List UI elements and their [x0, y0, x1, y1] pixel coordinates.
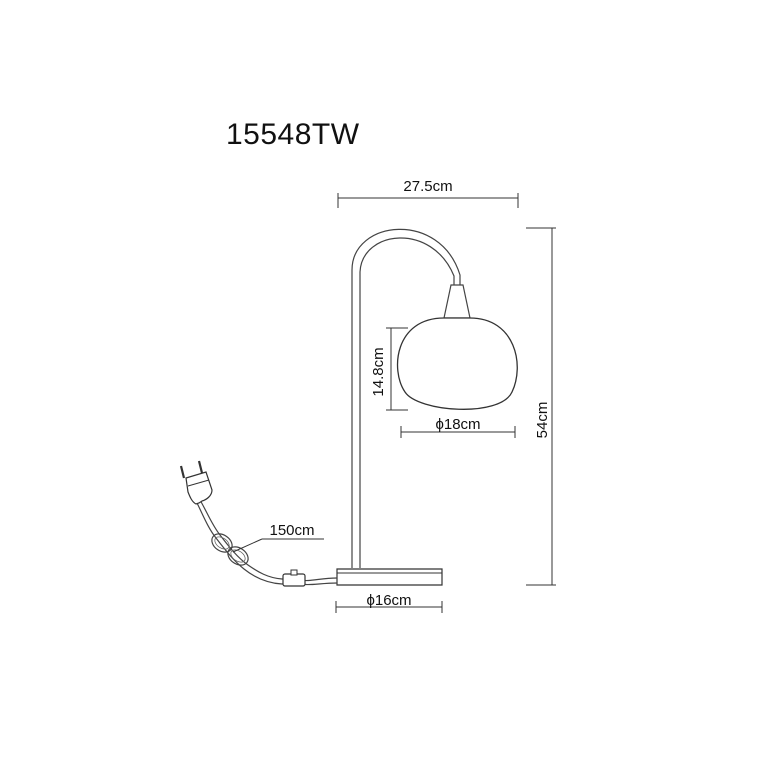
height-dimension: 54cm [526, 227, 556, 586]
width-label: 27.5cm [403, 178, 452, 195]
cable-length-label: 150cm [269, 522, 314, 539]
height-label: 54cm [534, 402, 551, 439]
width-dimension: 27.5cm [337, 178, 519, 208]
cable-switch [282, 573, 306, 587]
glass-shade [396, 317, 518, 410]
shade-height-dimension: 14.8cm [370, 327, 408, 411]
lamp-socket [443, 284, 471, 319]
product-code-title: 15548TW [226, 118, 360, 151]
cable-loop [211, 533, 249, 566]
shade-diameter-dimension: ϕ18cm [400, 416, 516, 438]
shade-diameter-label: ϕ18cm [435, 416, 480, 433]
cable-length-callout: 150cm [232, 522, 324, 553]
lamp-arm [351, 228, 461, 568]
plug-icon [179, 460, 213, 505]
shade-height-label: 14.8cm [370, 347, 387, 396]
power-cable [196, 499, 338, 587]
lamp-base [336, 568, 443, 586]
base-diameter-dimension: ϕ16cm [335, 592, 443, 613]
base-diameter-label: ϕ16cm [366, 592, 411, 609]
